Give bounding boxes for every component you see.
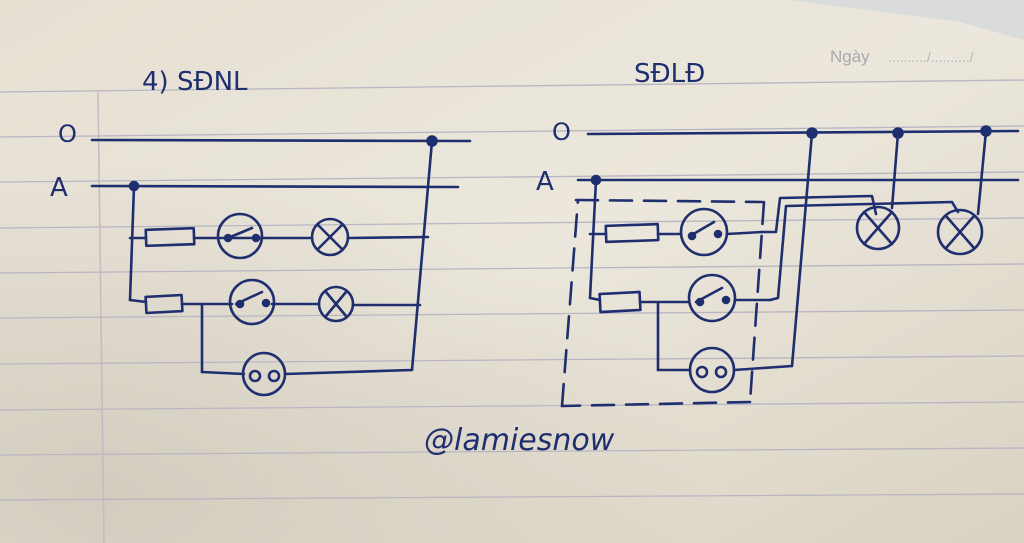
margin-line (97, 91, 105, 543)
right-lamp-2-feed (768, 200, 960, 302)
right-label-a: A (536, 167, 554, 197)
date-dots: ........../........../ (888, 49, 974, 65)
right-lamp-1-feed (760, 194, 878, 234)
left-diagram: 4) SĐNL O A (50, 67, 472, 397)
left-label-o: O (58, 120, 77, 148)
left-neutral-wire (90, 138, 472, 143)
left-diagram-title: 4) SĐNL (142, 67, 248, 97)
right-switch-2 (687, 273, 737, 323)
page-edge (790, 0, 1024, 40)
right-fuse-1 (604, 222, 660, 244)
left-switch-1 (216, 212, 264, 260)
date-label: Ngày (830, 47, 870, 66)
left-return-wire (410, 139, 434, 372)
watermark-signature: @lamiesnow (424, 423, 615, 458)
right-return-wire (790, 131, 814, 368)
left-fuse-1 (144, 226, 196, 248)
distribution-panel-box (560, 198, 766, 408)
right-lamp-2 (936, 208, 984, 256)
right-neutral-wire (586, 129, 1020, 136)
right-diagram-title: SĐLĐ (634, 59, 705, 89)
right-diagram: SĐLĐ O A (536, 59, 1020, 408)
right-switch-1 (679, 207, 729, 257)
left-switch-2 (228, 278, 276, 326)
right-lamp-1 (855, 205, 901, 251)
left-phase-wire (90, 184, 460, 189)
right-label-o: O (552, 118, 571, 146)
left-label-a: A (50, 173, 68, 203)
